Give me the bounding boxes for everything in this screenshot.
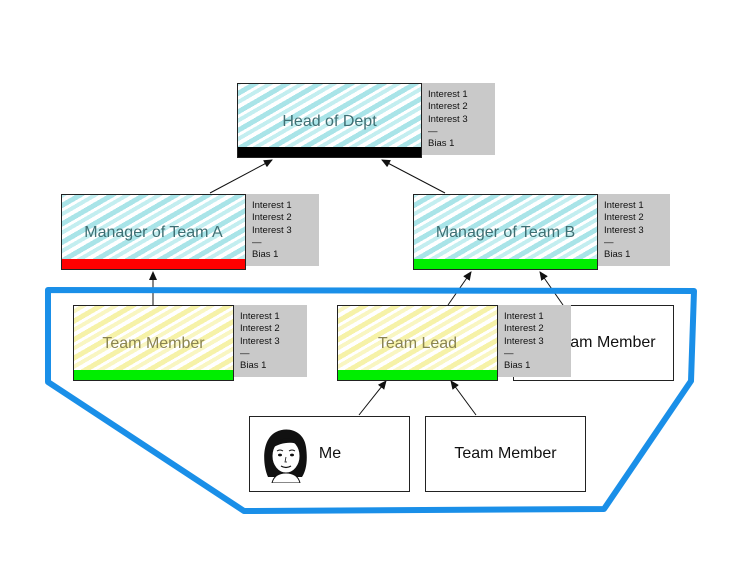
note-line: Interest 2 [504,323,544,335]
node-head-of-dept: Head of Dept [237,83,422,158]
note-line: Interest 3 [604,224,644,236]
note-line: — [604,236,614,248]
note-line: Interest 3 [240,335,280,347]
note-line: Interest 1 [604,200,644,211]
node-team-member-a-bar [74,370,233,380]
connector-team-member-c-to-team-lead [450,380,477,416]
node-me: Me [249,416,410,492]
note-line: Interest 3 [428,113,468,125]
note-line: Bias 1 [504,360,531,372]
note-line: Bias 1 [240,360,267,372]
node-head-of-dept-bar [238,147,421,157]
node-team-member-c-label: Team Member [454,445,557,462]
node-manager-of-team-a-label: Manager of Team A [84,224,223,241]
note-line: Interest 1 [240,311,280,322]
node-team-lead: Team Lead [337,305,498,381]
note-line: Interest 3 [252,224,292,236]
node-head-of-dept-label: Head of Dept [282,113,377,130]
connector-me-to-team-lead [358,380,387,416]
connector-team-lead-to-manager-b [447,271,472,306]
node-team-member-c: Team Member [425,416,586,492]
note-line: — [252,236,262,248]
note-line: Interest 1 [504,311,544,322]
note-line: Interest 1 [252,200,292,211]
node-team-lead-bar [338,370,497,380]
node-manager-of-team-b-bar [414,259,597,269]
note-line: Interest 2 [428,101,468,113]
note-line: Interest 3 [504,335,544,347]
note-line: Interest 1 [428,89,468,100]
connector-manager-a-to-head [209,159,273,194]
node-me-label: Me [318,445,342,462]
note-line: Bias 1 [604,249,631,261]
connector-team-member-b-to-manager-b [539,271,564,306]
note-line: Interest 2 [252,212,292,224]
note-line: — [240,347,250,359]
note-line: Interest 2 [240,323,280,335]
note-line: Interest 2 [604,212,644,224]
node-team-lead-label: Team Lead [377,335,458,352]
node-team-member-a-label: Team Member [102,335,205,352]
note-line: — [504,347,514,359]
note-line: Bias 1 [252,249,279,261]
node-team-member-a: Team Member [73,305,234,381]
note-line: Bias 1 [428,138,455,150]
connector-manager-b-to-head [381,159,446,194]
woman-avatar-icon [264,429,307,483]
node-manager-of-team-b: Manager of Team B [413,194,598,270]
node-manager-of-team-a: Manager of Team A [61,194,246,270]
node-manager-of-team-b-label: Manager of Team B [435,224,576,241]
note-line: — [428,125,438,137]
node-manager-of-team-a-bar [62,259,245,269]
